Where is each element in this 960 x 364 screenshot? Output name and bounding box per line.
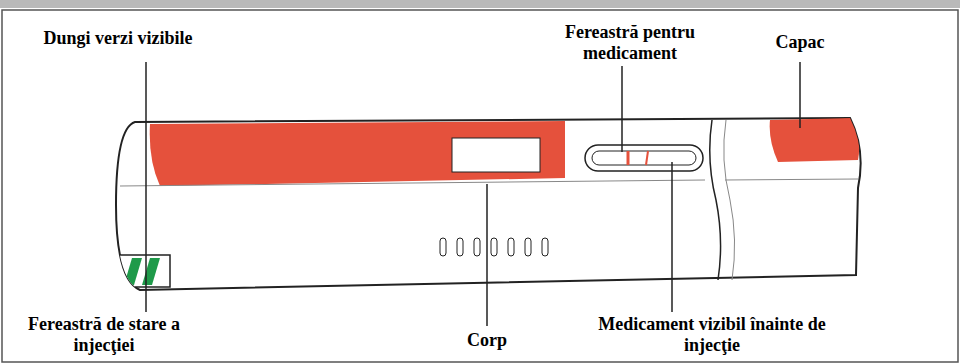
- grip-slot: [474, 238, 480, 256]
- status-window: [118, 255, 170, 287]
- part-label: Corp: [427, 330, 547, 351]
- cap-joint: [710, 120, 721, 280]
- grip-slot: [508, 238, 514, 256]
- part-label: Fereastră de stare a injecţiei: [14, 314, 194, 356]
- part-label: Fereastră pentru medicament: [530, 22, 730, 64]
- part-label: Capac: [740, 32, 860, 53]
- header-bar: [0, 0, 960, 8]
- frame: [2, 10, 958, 362]
- medication-window: [585, 145, 703, 171]
- grip-slot: [440, 238, 446, 256]
- cap-red: [770, 118, 859, 162]
- label-window: [452, 138, 540, 172]
- grip-slot: [525, 238, 531, 256]
- pen-body: [116, 118, 861, 290]
- part-label: Medicament vizibil înainte de injecţie: [582, 314, 842, 356]
- grip-slot: [491, 238, 497, 256]
- leader-lines: [146, 62, 800, 326]
- red-panel: [150, 121, 565, 186]
- grip-slot: [542, 238, 548, 256]
- grip-slot: [457, 238, 463, 256]
- grip-slots: [440, 238, 548, 256]
- part-label: Dungi verzi vizibile: [8, 28, 228, 49]
